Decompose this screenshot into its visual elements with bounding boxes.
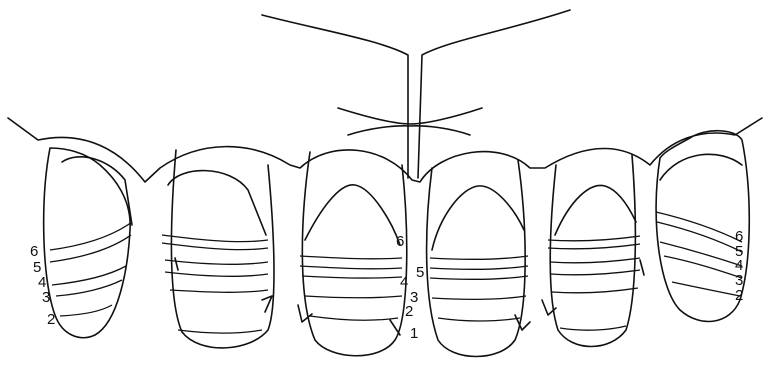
labels-center-right: 5 3 1: [410, 264, 424, 342]
tooth-right-lateral: [542, 155, 644, 347]
label-5: 5: [416, 264, 424, 281]
labels-center-left: 6 4 2: [396, 233, 413, 320]
label-2: 2: [735, 287, 743, 304]
labels-right-canine: 6 5 4 3 2: [735, 228, 743, 304]
label-6: 6: [396, 233, 404, 250]
tooth-left-central: [298, 152, 407, 356]
label-1: 1: [410, 325, 418, 342]
label-3: 3: [42, 289, 50, 306]
tooth-left-lateral: [162, 150, 274, 348]
label-2: 2: [47, 311, 55, 328]
label-6: 6: [30, 243, 38, 260]
gum-outline: [8, 10, 762, 182]
labels-left-canine: 6 5 4 3 2: [30, 243, 55, 328]
tooth-left-canine: [44, 148, 132, 338]
label-4: 4: [400, 274, 408, 291]
label-3: 3: [410, 289, 418, 306]
tooth-right-central: [427, 160, 530, 357]
